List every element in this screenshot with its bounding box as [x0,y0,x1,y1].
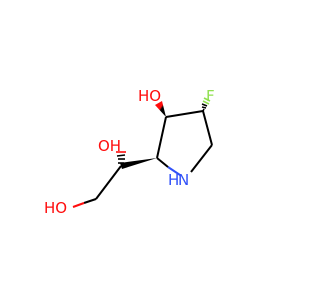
label-ho-terminal: HO [44,199,67,217]
molecule-drawing: HO F OH HO N H [44,87,215,217]
bond-c2-c3 [156,116,167,159]
bond-ch2-o-black [83,198,97,204]
label-ho-ring: HO [138,87,161,105]
label-nitrogen: N [178,171,189,189]
label-oh-side: OH [98,137,121,155]
structure-diagram: HO F OH HO N H [44,87,215,217]
hash-bond-c4-f [201,97,211,112]
bond-n-c2-blue [167,166,181,176]
wedge-bond-c2-c1 [120,158,157,169]
label-nitrogen-h: H [168,171,179,189]
label-fluorine: F [206,87,215,105]
bond-c3-c4 [165,110,204,118]
bond-c4-c5 [202,110,213,146]
bond-c5-n [190,144,213,173]
hash-bond-c1-oh [116,151,126,164]
wedge-bond-c3-oh [155,101,166,117]
bond-ch2-o-red [72,202,85,208]
bond-n-c2-black [156,157,169,168]
bond-c1-ch2 [95,165,122,200]
